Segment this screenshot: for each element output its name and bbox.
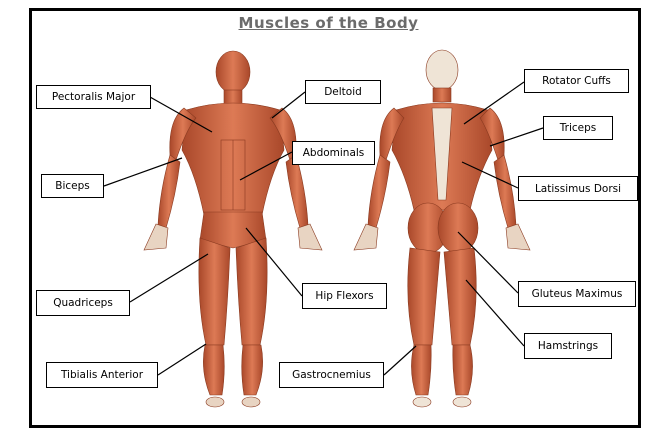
label-pectoralis-major: Pectoralis Major — [36, 85, 151, 109]
leader-gastrocnemius — [384, 346, 416, 375]
leader-quadriceps — [130, 254, 208, 302]
label-hamstrings: Hamstrings — [524, 333, 612, 359]
leader-deltoid — [272, 92, 305, 118]
label-biceps: Biceps — [41, 174, 104, 198]
label-abdominals: Abdominals — [292, 141, 375, 165]
label-latissimus-dorsi: Latissimus Dorsi — [518, 176, 638, 201]
leader-tibialis — [158, 344, 206, 375]
label-quadriceps: Quadriceps — [36, 290, 130, 316]
label-deltoid: Deltoid — [305, 80, 381, 104]
label-hip-flexors: Hip Flexors — [302, 283, 387, 309]
label-gastrocnemius: Gastrocnemius — [279, 362, 384, 388]
label-triceps: Triceps — [543, 116, 613, 140]
label-rotator-cuffs: Rotator Cuffs — [524, 69, 629, 93]
label-tibialis-anterior: Tibialis Anterior — [46, 362, 158, 388]
label-gluteus-maximus: Gluteus Maximus — [518, 281, 636, 307]
diagram-title: Muscles of the Body — [0, 14, 657, 32]
front-body-figure — [144, 51, 322, 407]
